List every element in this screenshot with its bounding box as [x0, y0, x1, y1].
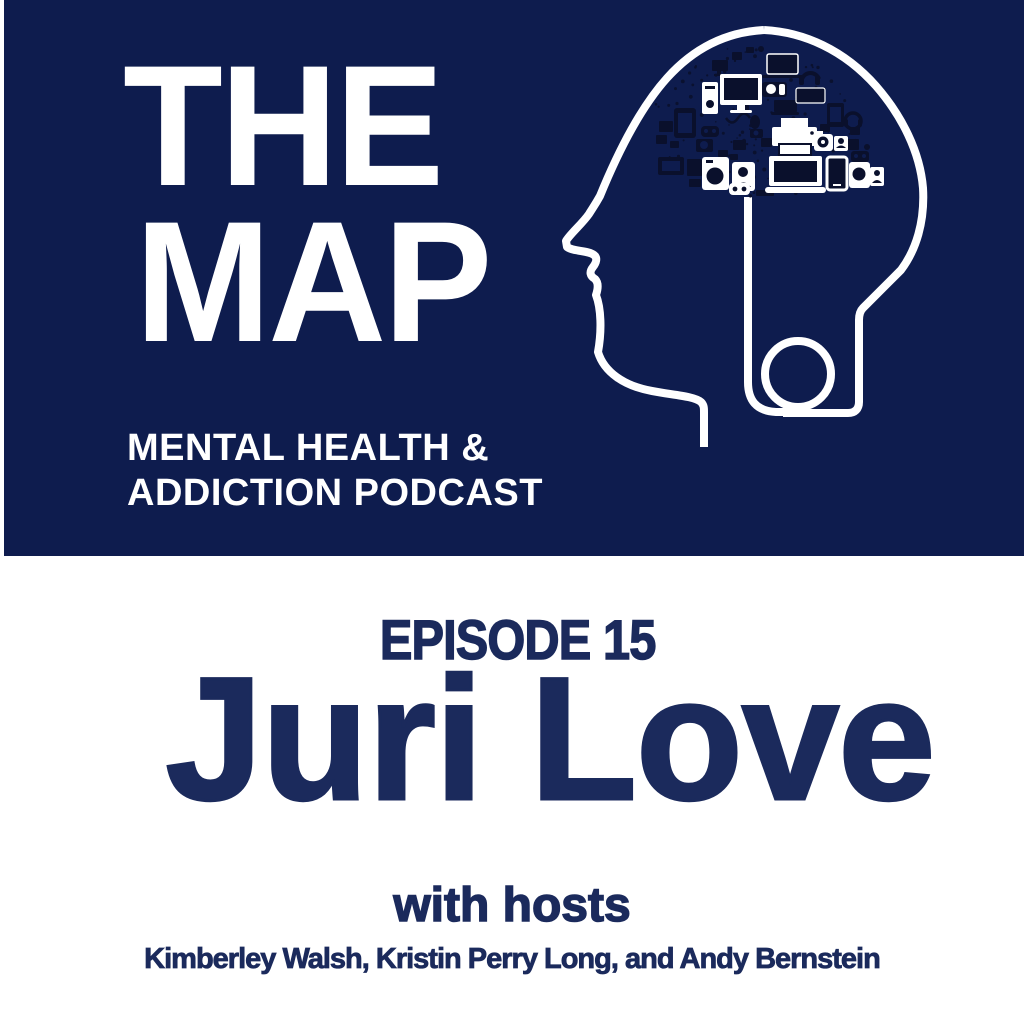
- banner-title-line1: THE: [123, 30, 444, 222]
- washing-machine-icon: [702, 157, 729, 190]
- camera-icon: [814, 131, 833, 151]
- banner-subtitle: MENTAL HEALTH & ADDICTION PODCAST: [127, 426, 543, 516]
- printer-icon: [772, 118, 817, 156]
- hosts-names: Kimberley Walsh, Kristin Perry Long, and…: [144, 943, 881, 975]
- banner-subtitle-line2: ADDICTION PODCAST: [127, 472, 543, 514]
- guest-name: Juri Love: [164, 642, 937, 837]
- stipple-dots: [654, 48, 858, 198]
- webcam-bar-icon: [762, 82, 787, 97]
- monitor-icon: [720, 74, 762, 113]
- device-brain-icons: [654, 46, 884, 198]
- banner-title-line2: MAP: [135, 186, 492, 378]
- head-outline: [562, 26, 928, 447]
- person-badge-icon: [732, 162, 755, 191]
- banner-subtitle-line1: MENTAL HEALTH &: [127, 427, 490, 469]
- pc-tower-icon: [702, 82, 718, 114]
- earbud-cord-icon: [744, 197, 835, 416]
- hosts-intro: with hosts: [393, 879, 632, 932]
- episode-label-text: EPISODE 15: [379, 608, 657, 671]
- episode-label: EPISODE 15: [0, 608, 1024, 671]
- top-person-badge-icon: [834, 136, 848, 151]
- gamepad-icon: [729, 183, 750, 195]
- banner: THE MAP MENTAL HEALTH & ADDICTION PODCAS…: [4, 0, 1024, 556]
- laptop-icon: [765, 156, 826, 193]
- small-person-badge-icon: [870, 167, 884, 186]
- small-washer-icon: [849, 162, 870, 188]
- phone-icon: [825, 155, 849, 192]
- white-device-icons: [702, 74, 884, 195]
- dark-device-icons: [656, 46, 870, 196]
